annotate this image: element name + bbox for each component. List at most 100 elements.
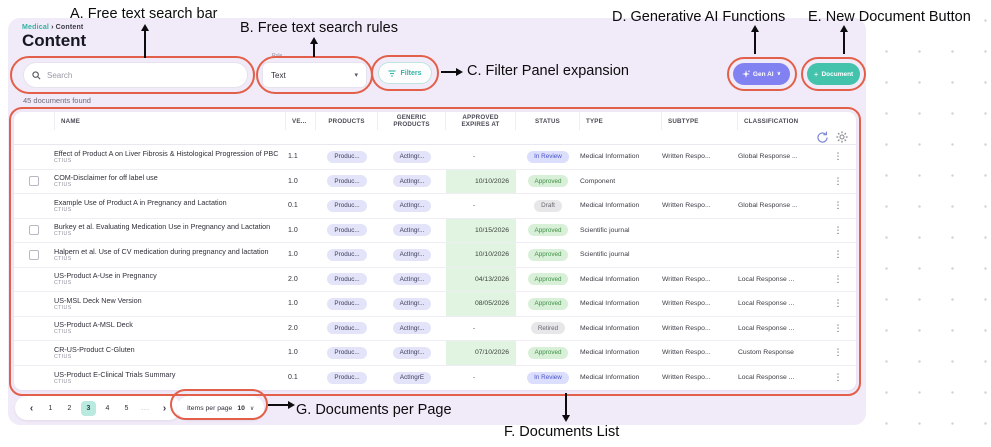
document-name-cell[interactable]: Halpern et al. Use of CV medication duri… — [54, 246, 286, 262]
table-row[interactable]: Example Use of Product A in Pregnancy an… — [14, 194, 856, 219]
document-name[interactable]: Halpern et al. Use of CV medication duri… — [54, 246, 269, 256]
header-name[interactable]: NAME — [54, 112, 286, 131]
header-type[interactable]: TYPE — [580, 112, 662, 131]
row-actions-kebab-icon[interactable]: ⋮ — [833, 273, 843, 284]
expires-cell: 04/13/2026 — [446, 267, 516, 291]
table-row[interactable]: Burkey et al. Evaluating Medication Use … — [14, 218, 856, 243]
refresh-icon[interactable] — [816, 131, 829, 144]
page-button-5[interactable]: 5 — [124, 404, 129, 412]
search-rule-dropdown[interactable]: Text ▾ — [262, 62, 367, 88]
version-cell: 1.0 — [288, 300, 298, 308]
product-chip[interactable]: Produc... — [327, 371, 367, 384]
document-name-cell[interactable]: Effect of Product A on Liver Fibrosis & … — [54, 148, 286, 164]
generic-product-chip[interactable]: ActIngr... — [392, 346, 432, 359]
page-button-3[interactable]: 3 — [81, 400, 96, 416]
product-chip[interactable]: Produc... — [327, 199, 367, 212]
header-version[interactable]: VE... — [286, 112, 316, 131]
row-checkbox[interactable] — [29, 249, 39, 260]
table-row[interactable]: Effect of Product A on Liver Fibrosis & … — [14, 145, 856, 170]
document-name[interactable]: Effect of Product A on Liver Fibrosis & … — [54, 148, 279, 158]
document-name[interactable]: US-MSL Deck New Version — [54, 295, 142, 305]
header-classification[interactable]: CLASSIFICATION — [744, 117, 799, 125]
page-button-4[interactable]: 4 — [105, 404, 110, 412]
document-name[interactable]: COM-Disclaimer for off label use — [54, 173, 158, 183]
search-input[interactable] — [47, 70, 217, 80]
row-actions-kebab-icon[interactable]: ⋮ — [833, 249, 843, 260]
row-actions-kebab-icon[interactable]: ⋮ — [833, 298, 843, 309]
search-bar[interactable] — [23, 62, 248, 88]
document-name-cell[interactable]: Burkey et al. Evaluating Medication Use … — [54, 223, 286, 237]
document-name[interactable]: Burkey et al. Evaluating Medication Use … — [54, 222, 271, 232]
generic-product-chip[interactable]: ActIngr... — [392, 248, 432, 261]
row-actions-kebab-icon[interactable]: ⋮ — [833, 347, 843, 358]
header-generic-products[interactable]: GENERIC PRODUCTS — [378, 112, 446, 131]
table-row[interactable]: Halpern et al. Use of CV medication duri… — [14, 243, 856, 268]
breadcrumb-medical[interactable]: Medical — [22, 24, 50, 31]
gear-icon[interactable] — [836, 131, 848, 143]
type-cell: Component — [580, 177, 616, 185]
new-document-button[interactable]: + Document — [807, 63, 860, 85]
row-actions-kebab-icon[interactable]: ⋮ — [833, 372, 843, 383]
product-chip[interactable]: Produc... — [327, 297, 367, 310]
row-actions-kebab-icon[interactable]: ⋮ — [833, 200, 843, 211]
version-cell: 2.0 — [288, 324, 298, 332]
gen-ai-button[interactable]: Gen AI ∨ — [733, 63, 790, 85]
row-actions-kebab-icon[interactable]: ⋮ — [833, 224, 843, 235]
items-per-page-control[interactable]: Items per page 10 ∨ — [177, 396, 265, 420]
generic-product-chip[interactable]: ActIngr... — [392, 273, 432, 286]
product-chip[interactable]: Produc... — [327, 150, 367, 163]
row-actions-kebab-icon[interactable]: ⋮ — [833, 175, 843, 186]
row-checkbox[interactable] — [29, 225, 39, 236]
previous-page-chevron-icon[interactable]: ‹ — [29, 402, 34, 414]
document-name[interactable]: US-Product A-MSL Deck — [54, 320, 133, 330]
document-name[interactable]: US-Product E-Clinical Trials Summary — [54, 369, 176, 379]
products-cell: Produc... — [316, 371, 378, 384]
product-chip[interactable]: Produc... — [327, 346, 367, 359]
page-button-1[interactable]: 1 — [48, 404, 53, 412]
product-chip[interactable]: Produc... — [327, 224, 367, 237]
status-badge: Approved — [527, 346, 569, 359]
annotation-label-f: F. Documents List — [504, 424, 620, 440]
next-page-chevron-icon[interactable]: › — [162, 402, 167, 414]
generic-product-chip[interactable]: ActIngr... — [392, 175, 432, 188]
generic-product-chip[interactable]: ActIngr... — [392, 199, 432, 212]
generic-product-chip[interactable]: ActIngr... — [392, 322, 432, 335]
product-chip[interactable]: Produc... — [327, 175, 367, 188]
header-status[interactable]: STATUS — [516, 112, 580, 131]
product-chip[interactable]: Produc... — [327, 322, 367, 335]
product-chip[interactable]: Produc... — [327, 248, 367, 261]
generic-product-chip[interactable]: ActIngr... — [392, 150, 432, 163]
header-products[interactable]: PRODUCTS — [316, 112, 378, 131]
filters-button[interactable]: Filters — [378, 62, 432, 84]
row-checkbox[interactable] — [29, 176, 39, 187]
row-actions-kebab-icon[interactable]: ⋮ — [833, 322, 843, 333]
checkbox-cell — [14, 176, 54, 187]
page-button-2[interactable]: 2 — [67, 404, 72, 412]
header-subtype[interactable]: SUBTYPE — [662, 112, 738, 131]
header-approved-expires-at[interactable]: APPROVED EXPIRES AT — [446, 112, 516, 131]
row-actions-kebab-icon[interactable]: ⋮ — [833, 151, 843, 162]
document-name[interactable]: CR-US-Product C-Gluten — [54, 344, 135, 354]
document-name[interactable]: Example Use of Product A in Pregnancy an… — [54, 197, 227, 207]
document-name-cell[interactable]: Example Use of Product A in Pregnancy an… — [54, 197, 286, 213]
generic-product-chip[interactable]: ActIngr... — [392, 297, 432, 310]
status-cell: In Review — [516, 150, 580, 163]
generic-product-chip[interactable]: ActIngrE — [392, 371, 432, 384]
generic-product-chip[interactable]: ActIngr... — [392, 224, 432, 237]
product-chip[interactable]: Produc... — [327, 273, 367, 286]
document-name[interactable]: US-Product A-Use in Pregnancy — [54, 271, 157, 281]
products-cell: Produc... — [316, 346, 378, 359]
status-badge: In Review — [527, 150, 569, 163]
